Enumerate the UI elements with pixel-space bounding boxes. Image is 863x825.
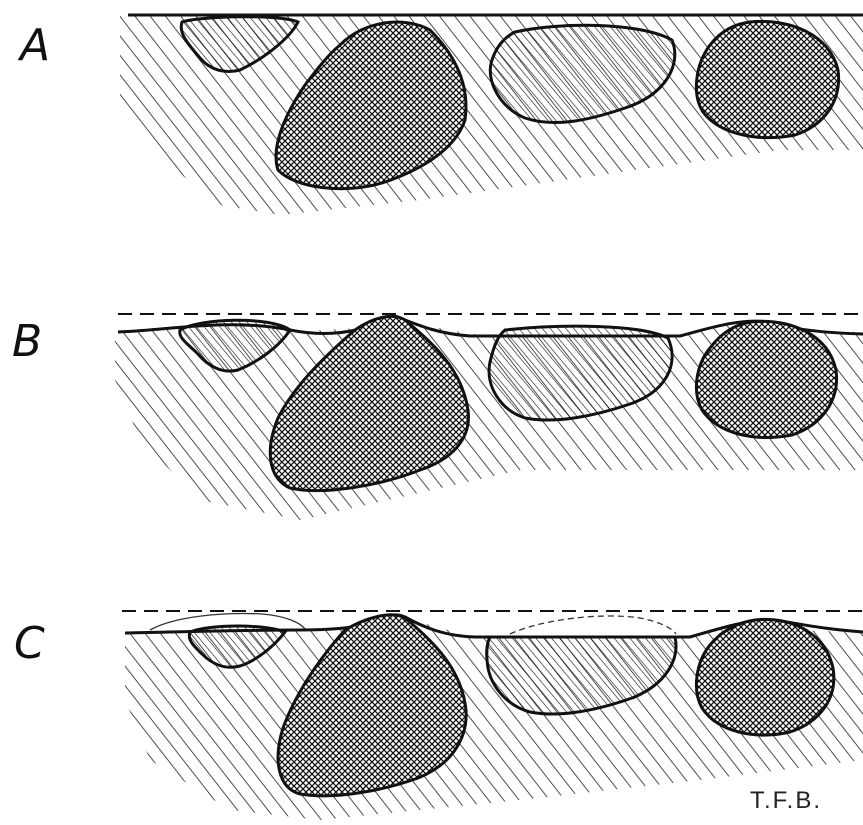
panel-b: B (12, 314, 863, 540)
panel-label-a: A (17, 20, 50, 71)
panel-c: C (14, 611, 863, 825)
author-initials: T.F.B. (750, 787, 822, 814)
former-stone-outline (510, 616, 676, 634)
panel-label-c: C (14, 618, 45, 669)
round-stone (696, 21, 838, 137)
round-stone (696, 321, 836, 437)
panel-a: A (17, 15, 863, 225)
round-stone (696, 619, 833, 735)
panel-label-b: B (12, 316, 42, 367)
